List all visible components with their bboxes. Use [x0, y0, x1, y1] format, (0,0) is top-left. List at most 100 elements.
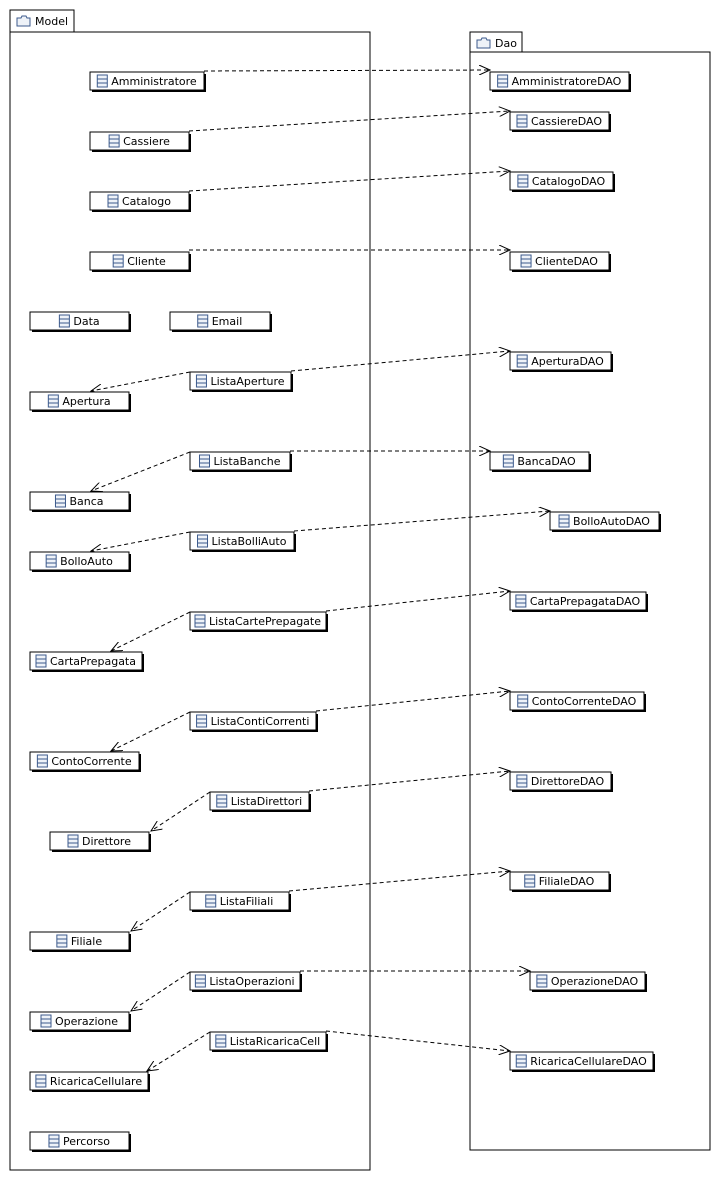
class-listaFiliali[interactable]: ListaFiliali [189, 891, 291, 912]
class-name: ListaBolliAuto [212, 535, 287, 548]
class-cliente[interactable]: Cliente [89, 251, 191, 272]
class-name: Operazione [55, 1015, 118, 1028]
class-listaDirettori[interactable]: ListaDirettori [209, 791, 311, 812]
class-listaCartePrepagate[interactable]: ListaCartePrepagate [189, 611, 328, 632]
dependency-listaOperazioni-to-operazione [131, 971, 191, 1011]
class-cassiere[interactable]: Cassiere [89, 131, 191, 152]
class-name: Catalogo [122, 195, 171, 208]
class-icon [54, 494, 66, 508]
class-icon [48, 1134, 60, 1148]
class-icon [516, 114, 528, 128]
dependency-listaDirettori-to-direttore [151, 791, 211, 831]
class-name: Filiale [71, 935, 102, 948]
package-name: Model [35, 15, 68, 28]
class-percorso[interactable]: Percorso [29, 1131, 131, 1152]
class-icon [196, 714, 208, 728]
class-name: AperturaDAO [531, 355, 604, 368]
class-operazioneDAO[interactable]: OperazioneDAO [529, 971, 647, 992]
class-icon [197, 314, 209, 328]
class-filialeDAO[interactable]: FilialeDAO [509, 871, 611, 892]
class-name: Direttore [82, 835, 131, 848]
class-listaContiCorrenti[interactable]: ListaContiCorrenti [189, 711, 318, 732]
dependency-listaDirettori-to-direttoreDAO [308, 771, 510, 792]
class-operazione[interactable]: Operazione [29, 1011, 131, 1032]
dependency-listaFiliali-to-filiale [131, 891, 191, 931]
class-name: RicaricaCellulare [50, 1075, 142, 1088]
package-model: Model [9, 9, 371, 1171]
dependency-listaFiliali-to-filialeDAO [288, 871, 510, 892]
dependency-listaRicaricaCell-to-ricaricaCellulareDAO [325, 1030, 510, 1051]
class-name: Data [73, 315, 99, 328]
class-name: ContoCorrenteDAO [532, 695, 637, 708]
class-catalogo[interactable]: Catalogo [89, 191, 191, 212]
class-name: ListaRicaricaCell [230, 1035, 320, 1048]
class-name: CartaPrepagataDAO [530, 595, 641, 608]
class-listaRicaricaCell[interactable]: ListaRicaricaCell [209, 1031, 328, 1052]
class-bolloAuto[interactable]: BolloAuto [29, 551, 131, 572]
class-icon [108, 134, 120, 148]
class-icon [524, 874, 536, 888]
class-name: BolloAutoDAO [573, 515, 650, 528]
class-icon [517, 694, 529, 708]
class-listaBolliAuto[interactable]: ListaBolliAuto [189, 531, 296, 552]
class-data[interactable]: Data [29, 311, 131, 332]
dependency-listaAperture-to-aperturaDAO [290, 351, 510, 372]
dependency-amministratore-to-amministratoreDAO [203, 70, 490, 71]
class-catalogoDAO[interactable]: CatalogoDAO [509, 171, 615, 192]
package-name: Dao [495, 37, 517, 50]
class-name: Banca [69, 495, 103, 508]
class-icon [56, 934, 68, 948]
class-bolloAutoDAO[interactable]: BolloAutoDAO [549, 511, 661, 532]
class-ricaricaCellulareDAO[interactable]: RicaricaCellulareDAO [509, 1051, 655, 1072]
class-icon [215, 1034, 227, 1048]
class-icon [112, 254, 124, 268]
class-name: BolloAuto [60, 555, 113, 568]
dependency-catalogo-to-catalogoDAO [188, 171, 510, 192]
class-bancaDAO[interactable]: BancaDAO [489, 451, 591, 472]
class-icon [516, 354, 528, 368]
class-direttoreDAO[interactable]: DirettoreDAO [509, 771, 613, 792]
class-amministratore[interactable]: Amministratore [89, 71, 206, 92]
class-ricaricaCellulare[interactable]: RicaricaCellulare [29, 1071, 150, 1092]
class-name: Cassiere [123, 135, 170, 148]
class-name: ListaContiCorrenti [211, 715, 310, 728]
class-icon [515, 1054, 527, 1068]
class-amministratoreDAO[interactable]: AmministratoreDAO [489, 71, 631, 92]
class-name: Percorso [63, 1135, 110, 1148]
class-apertura[interactable]: Apertura [29, 391, 131, 412]
class-icon [194, 614, 206, 628]
class-aperturaDAO[interactable]: AperturaDAO [509, 351, 613, 372]
class-icon [558, 514, 570, 528]
class-listaBanche[interactable]: ListaBanche [189, 451, 292, 472]
class-icon [96, 74, 108, 88]
class-icon [517, 174, 529, 188]
class-listaAperture[interactable]: ListaAperture [189, 371, 293, 392]
class-icon [45, 554, 57, 568]
class-contoCorrente[interactable]: ContoCorrente [29, 751, 141, 772]
class-icon [516, 774, 528, 788]
class-icon [35, 1074, 47, 1088]
class-icon [194, 974, 206, 988]
class-icon [515, 594, 527, 608]
class-icon [40, 1014, 52, 1028]
class-icon [536, 974, 548, 988]
class-icon [197, 534, 209, 548]
class-name: ListaDirettori [231, 795, 302, 808]
class-cartaPrepagataDAO[interactable]: CartaPrepagataDAO [509, 591, 648, 612]
class-name: CassiereDAO [531, 115, 602, 128]
class-listaOperazioni[interactable]: ListaOperazioni [189, 971, 302, 992]
class-clienteDAO[interactable]: ClienteDAO [509, 251, 611, 272]
class-banca[interactable]: Banca [29, 491, 131, 512]
class-name: ContoCorrente [51, 755, 131, 768]
class-contoCorrenteDAO[interactable]: ContoCorrenteDAO [509, 691, 646, 712]
class-direttore[interactable]: Direttore [49, 831, 151, 852]
class-email[interactable]: Email [169, 311, 272, 332]
class-icon [107, 194, 119, 208]
class-cassiereDAO[interactable]: CassiereDAO [509, 111, 611, 132]
dependency-listaRicaricaCell-to-ricaricaCellulare [147, 1031, 211, 1071]
class-icon [216, 794, 228, 808]
class-icon [520, 254, 532, 268]
class-cartaPrepagata[interactable]: CartaPrepagata [29, 651, 144, 672]
class-filiale[interactable]: Filiale [29, 931, 131, 952]
